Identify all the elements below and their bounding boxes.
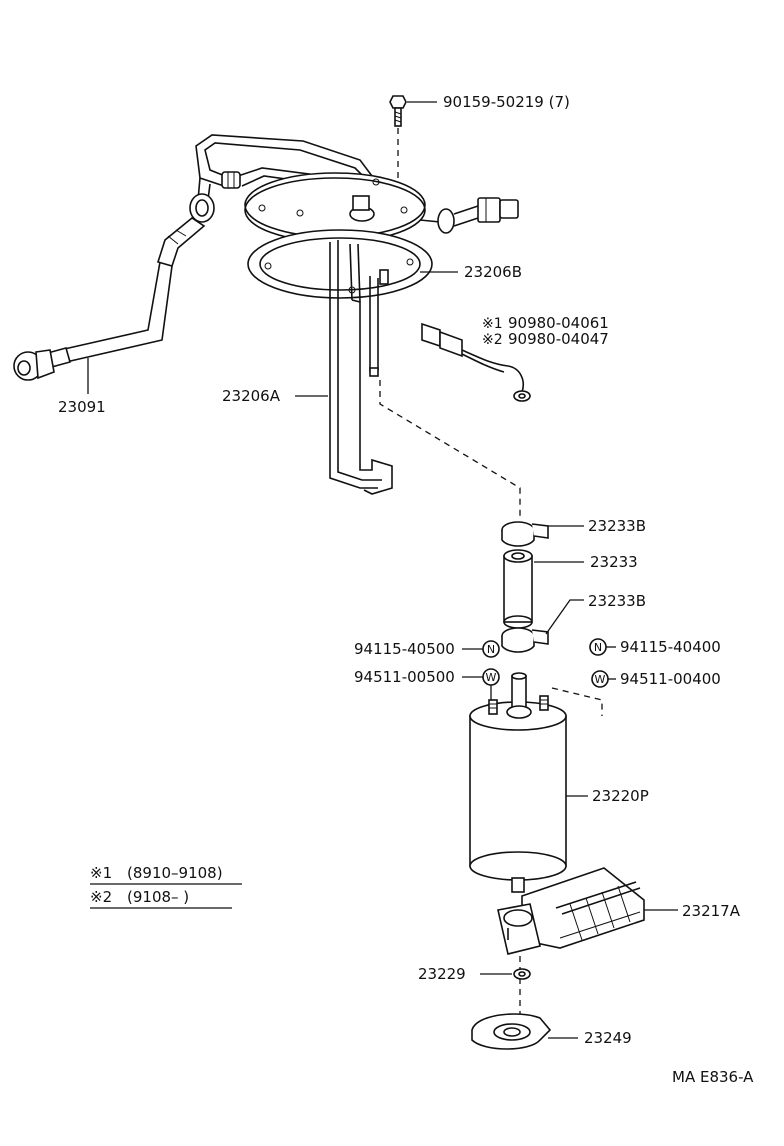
washer-left-label: 94511-00500 (354, 668, 455, 686)
clamp-upper-label: 23233B (588, 517, 646, 535)
clamp-lower-leader (545, 599, 584, 635)
filter-label: 23217A (682, 902, 741, 920)
wire-connector (419, 197, 519, 234)
sender-1-label: 90980-04061 (508, 314, 609, 332)
sender-1-mark: ※1 (482, 316, 503, 332)
sender-2-mark: ※2 (482, 332, 503, 348)
legend-row2-mark: ※2 (90, 888, 112, 906)
nut-right-label: 94115-40400 (620, 638, 721, 656)
bolt-part (389, 95, 407, 127)
bracket-part (329, 240, 393, 495)
sender-plate (244, 172, 426, 243)
sender-gauge (421, 322, 531, 402)
gasket-ring (247, 229, 433, 299)
ring-part (513, 968, 531, 980)
ring-label: 23229 (418, 965, 466, 983)
hose-label: 23233 (590, 553, 638, 571)
legend-row1-text: (8910–9108) (127, 864, 223, 882)
legend-row1-mark: ※1 (90, 864, 112, 882)
legend-row2-text: (9108– ) (127, 888, 189, 906)
diagram-code: MA E836-A (672, 1068, 754, 1086)
nut-right-symbol-letter: N (594, 641, 602, 654)
bolt-label: 90159-50219 (7) (443, 93, 570, 111)
legend: ※1 (8910–9108) ※2 (9108– ) (90, 864, 242, 909)
bracket-to-clamp-dashed-path (379, 380, 521, 520)
fuel-filter-part (497, 867, 645, 955)
clamp-lower-part (501, 627, 549, 653)
washer-right-label: 94511-00400 (620, 670, 721, 688)
clamp-lower-label: 23233B (588, 592, 646, 610)
cushion-label: 23249 (584, 1029, 632, 1047)
cushion-part (471, 1013, 552, 1050)
nut-left-symbol (482, 640, 500, 658)
bracket-label: 23206A (222, 387, 281, 405)
washer-left-symbol-letter: W (486, 671, 497, 684)
pump-label: 23220P (592, 787, 649, 805)
washer-right-symbol-letter: W (595, 673, 606, 686)
sender-2-label: 90980-04047 (508, 330, 609, 348)
gasket-label: 23206B (464, 263, 522, 281)
nut-left-symbol-letter: N (487, 643, 495, 656)
clamp-upper-part (501, 521, 549, 547)
hose-part (503, 549, 533, 629)
nut-left-label: 94115-40500 (354, 640, 455, 658)
tube-label: 23091 (58, 398, 106, 416)
fuel-pump-part (469, 672, 567, 893)
